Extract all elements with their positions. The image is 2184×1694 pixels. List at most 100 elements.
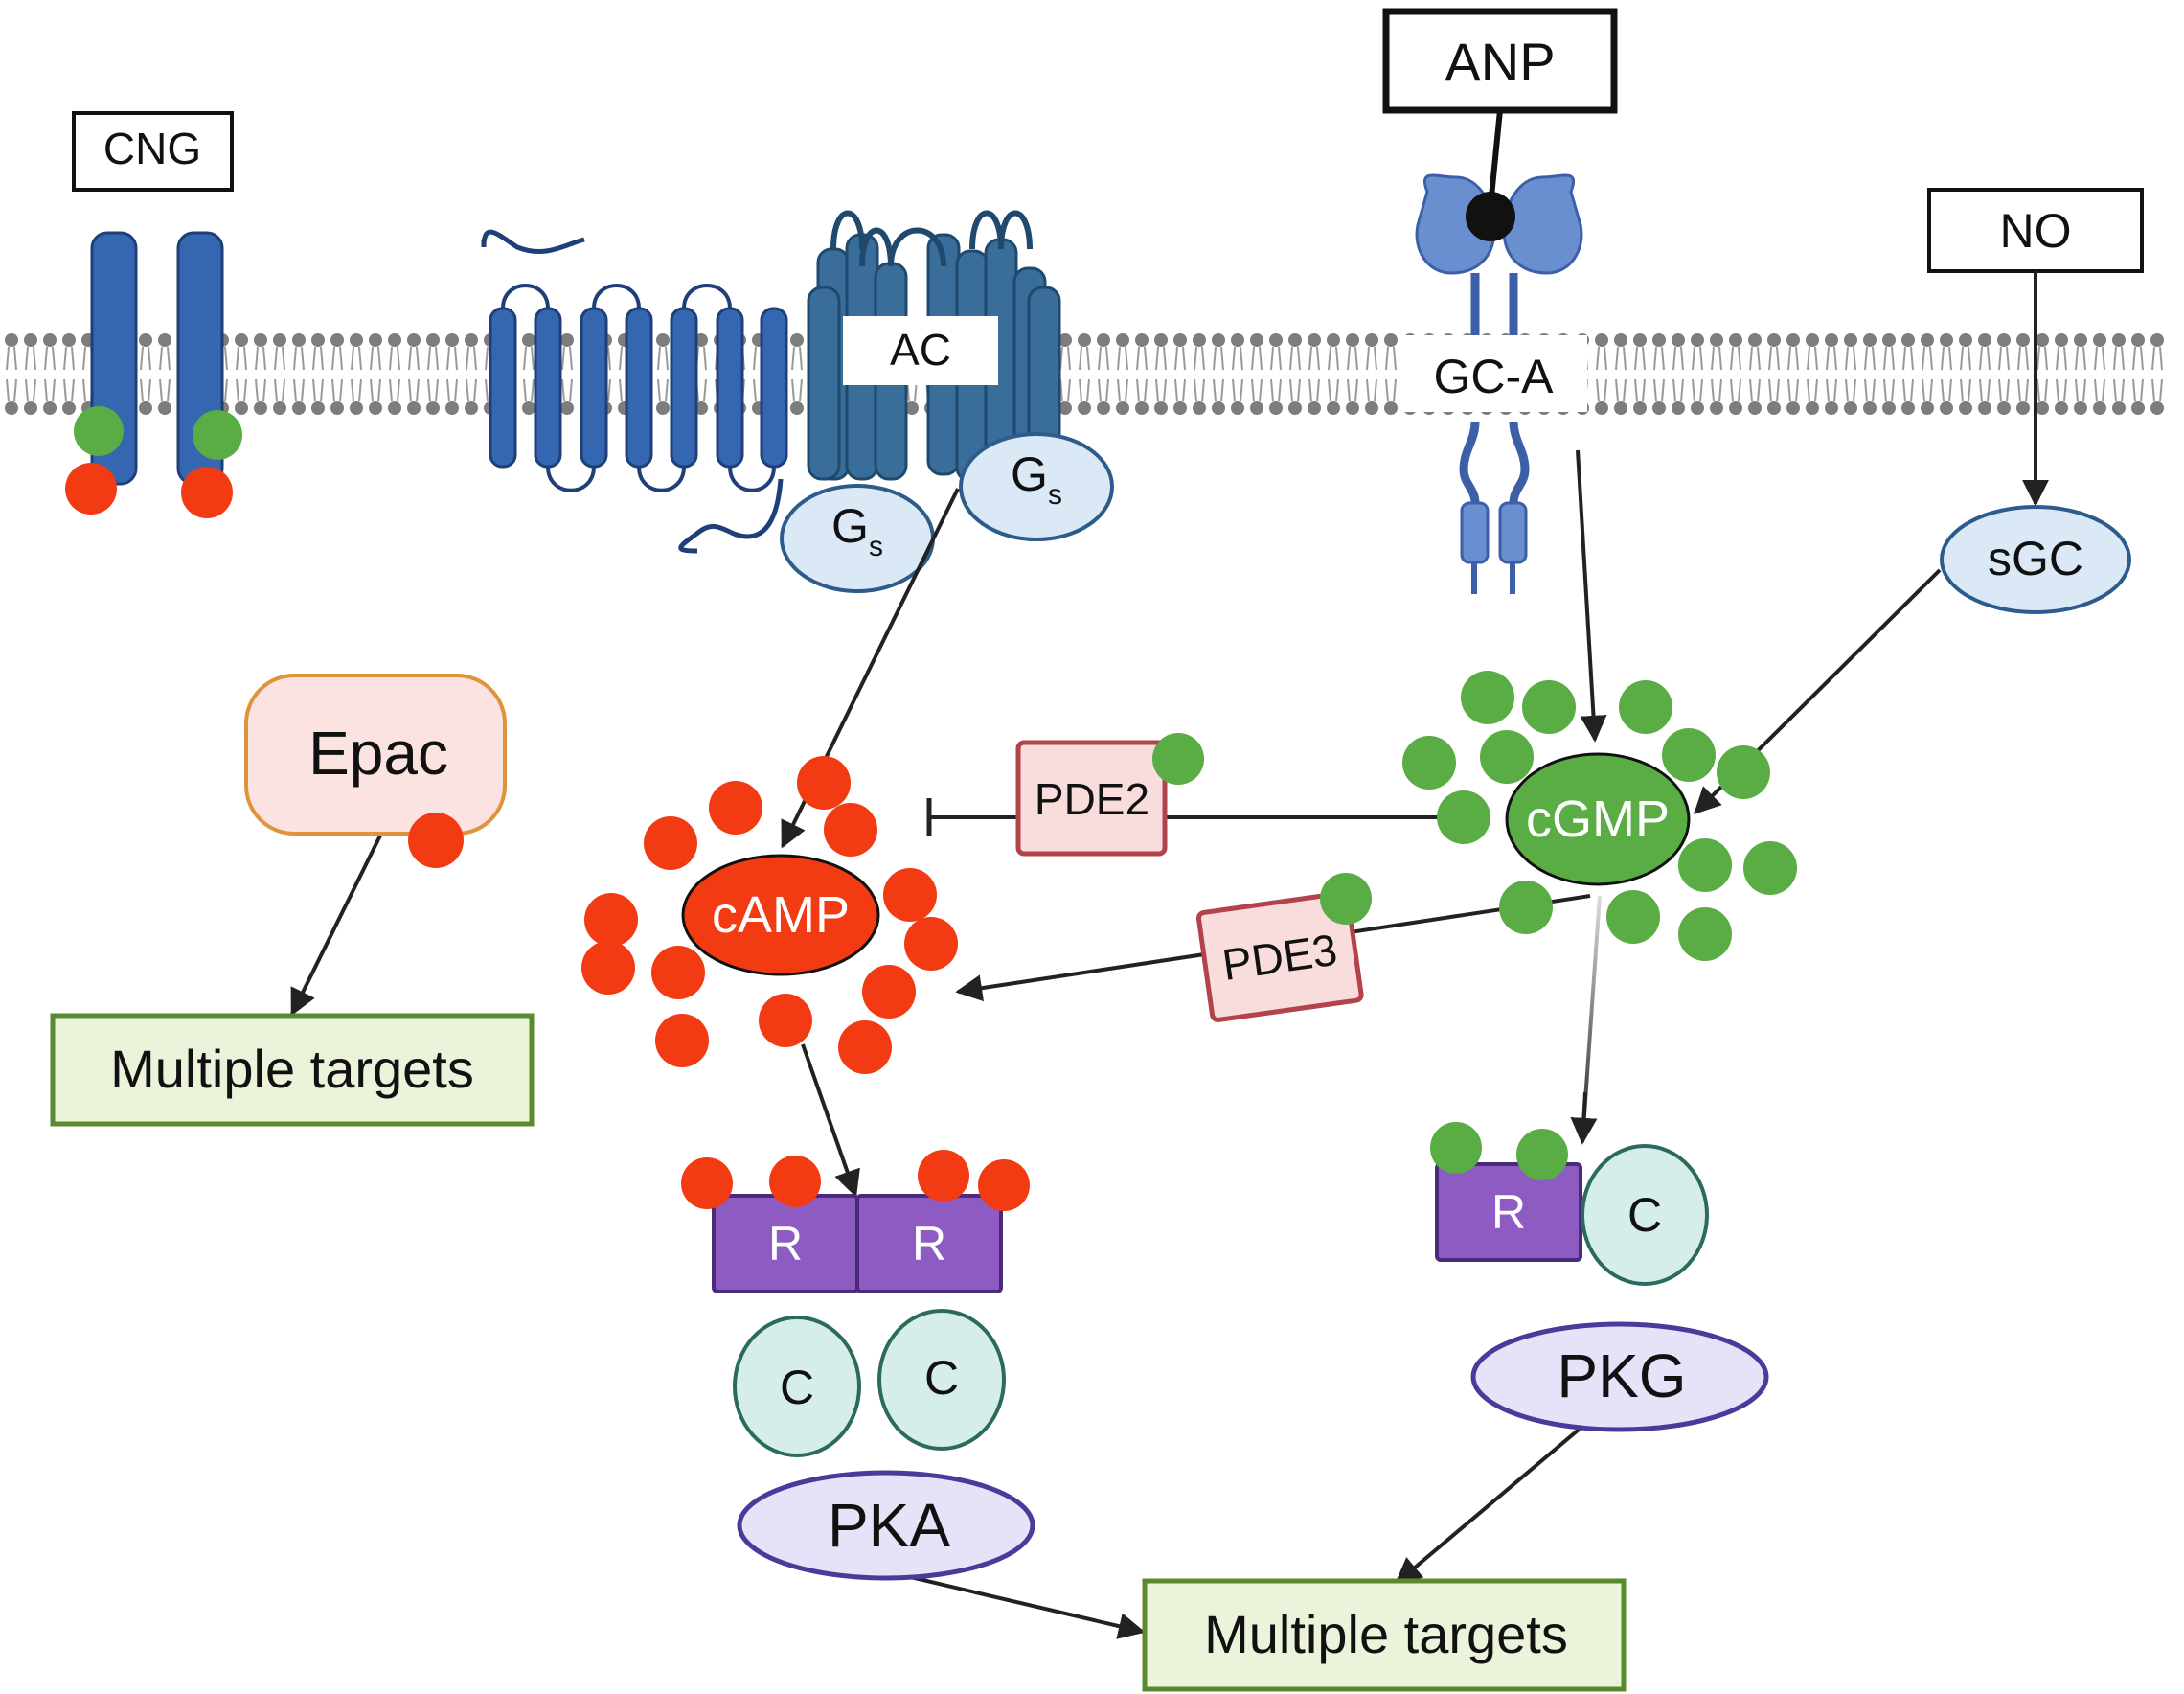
cgmp-dot bbox=[1402, 736, 1456, 790]
catalytic-label: C bbox=[1627, 1188, 1662, 1242]
lipid-head bbox=[1595, 401, 1608, 415]
cgmp-molecule bbox=[1505, 752, 1691, 886]
lipid-tail bbox=[2113, 346, 2125, 402]
lipid-head bbox=[2131, 333, 2145, 347]
lipid-head bbox=[1921, 401, 1934, 415]
camp-dot bbox=[65, 463, 117, 515]
lipid-head bbox=[905, 401, 919, 415]
lipid-head bbox=[330, 401, 344, 415]
camp-dot bbox=[408, 813, 464, 868]
lipid-head bbox=[2131, 401, 2145, 415]
lipid-head bbox=[43, 333, 57, 347]
lipid-head bbox=[1997, 333, 2011, 347]
lipid-tail bbox=[561, 346, 573, 402]
lipid-head bbox=[656, 333, 670, 347]
regulatory-label: R bbox=[768, 1217, 803, 1270]
lipid-tail bbox=[274, 346, 285, 402]
pka-catalytic-subunit bbox=[733, 1316, 861, 1457]
camp-label: cAMP bbox=[712, 886, 850, 944]
lipid-head bbox=[2016, 401, 2030, 415]
lipid-tail bbox=[312, 346, 324, 402]
lipid-head bbox=[1288, 401, 1302, 415]
gpcr-loop bbox=[637, 466, 686, 492]
pkg-complex: R C PKG bbox=[1430, 1122, 1769, 1432]
lipid-head bbox=[1346, 401, 1359, 415]
lipid-tail bbox=[293, 346, 305, 402]
lipid-tail bbox=[331, 346, 343, 402]
lipid-head bbox=[1863, 333, 1877, 347]
lipid-head bbox=[2112, 333, 2126, 347]
lipid-tail bbox=[657, 346, 669, 402]
camp-dot bbox=[838, 1020, 892, 1074]
gpcr-loop bbox=[682, 284, 732, 309]
lipid-head bbox=[1231, 333, 1244, 347]
multiple-targets-box-left bbox=[50, 1013, 535, 1127]
lipid-tail bbox=[255, 346, 266, 402]
lipid-head bbox=[1097, 333, 1110, 347]
lipid-head bbox=[235, 333, 248, 347]
cng-channel: CNG bbox=[65, 111, 242, 518]
lipid-head bbox=[407, 401, 421, 415]
epac-box bbox=[244, 674, 507, 836]
lipid-head bbox=[1058, 401, 1072, 415]
lipid-head bbox=[158, 401, 171, 415]
lipid-tail bbox=[2036, 346, 2048, 402]
lipid-head bbox=[1212, 401, 1225, 415]
pkg-catalytic-subunit bbox=[1581, 1144, 1709, 1286]
lipid-tail bbox=[1117, 346, 1128, 402]
camp-dot bbox=[681, 1157, 733, 1209]
anp-label: ANP bbox=[1445, 32, 1555, 92]
lipid-tail bbox=[1749, 346, 1761, 402]
lipid-head bbox=[369, 401, 382, 415]
lipid-head bbox=[139, 401, 152, 415]
lipid-head bbox=[1997, 401, 2011, 415]
camp-to-pka-arrow bbox=[801, 1043, 860, 1198]
gc-a-to-cgmp-arrow bbox=[1576, 449, 1607, 743]
lipid-tail bbox=[1615, 346, 1627, 402]
lipid-tail bbox=[1692, 346, 1703, 402]
lipid-tail bbox=[1366, 346, 1377, 402]
gpcr-receptor bbox=[481, 229, 788, 554]
ac-loop bbox=[830, 210, 865, 250]
camp-dot bbox=[581, 941, 635, 995]
lipid-head bbox=[1308, 401, 1321, 415]
camp-dot bbox=[978, 1159, 1030, 1211]
lipid-tail bbox=[1232, 346, 1243, 402]
adenylyl-cyclase: AC Gs Gs bbox=[780, 210, 1114, 593]
multiple-targets-label-left: Multiple targets bbox=[110, 1039, 474, 1099]
pka-ellipse bbox=[737, 1470, 1035, 1581]
regulatory-label: R bbox=[912, 1217, 946, 1270]
lipid-head bbox=[2150, 401, 2164, 415]
lipid-head bbox=[2093, 401, 2106, 415]
cng-label: CNG bbox=[103, 124, 201, 173]
lipid-head bbox=[1901, 333, 1915, 347]
pkg-label: PKG bbox=[1557, 1341, 1686, 1410]
lipid-tail bbox=[2056, 346, 2067, 402]
lipid-head bbox=[369, 333, 382, 347]
no-sgc-pathway: NO sGC bbox=[1927, 188, 2144, 614]
lipid-head bbox=[1308, 333, 1321, 347]
lipid-tail bbox=[1059, 346, 1071, 402]
lipid-tail bbox=[1807, 346, 1818, 402]
lipid-head bbox=[43, 401, 57, 415]
pka-label: PKA bbox=[828, 1491, 950, 1560]
lipid-head bbox=[1614, 333, 1627, 347]
lipid-head bbox=[1633, 333, 1647, 347]
lipid-head bbox=[560, 333, 574, 347]
lipid-head bbox=[1154, 333, 1168, 347]
lipid-head bbox=[1173, 333, 1187, 347]
camp-dots bbox=[581, 756, 958, 1074]
lipid-head bbox=[273, 401, 286, 415]
lipid-head bbox=[24, 401, 37, 415]
camp-dot bbox=[824, 803, 877, 857]
lipid-head bbox=[465, 333, 478, 347]
cng-label-box bbox=[72, 111, 234, 192]
lipid-head bbox=[139, 333, 152, 347]
lipid-tail bbox=[1864, 346, 1876, 402]
lipid-tail bbox=[25, 346, 36, 402]
cgmp-dot bbox=[193, 410, 242, 460]
lipid-tail bbox=[791, 346, 803, 402]
lipid-tail bbox=[1979, 346, 1991, 402]
cgmp-to-pkg-arrow bbox=[1570, 1091, 1598, 1145]
lipid-head bbox=[1825, 401, 1838, 415]
